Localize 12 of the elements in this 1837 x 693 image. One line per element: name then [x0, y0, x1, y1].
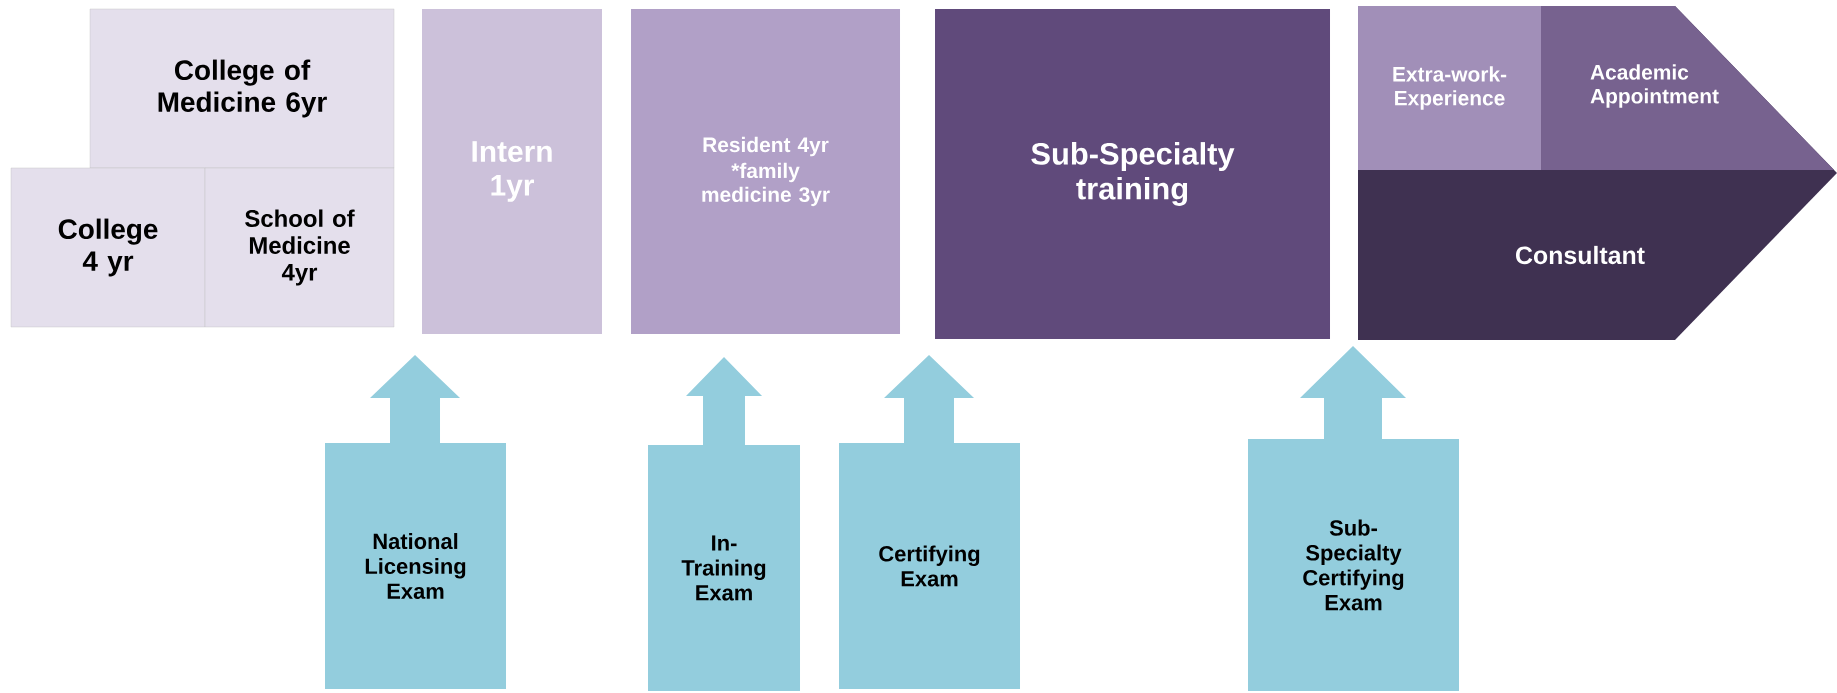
exam-box: National Licensing Exam [325, 355, 506, 689]
stage-box: College 4 yr [10, 167, 206, 328]
exam-box: Certifying Exam [839, 355, 1020, 689]
stage-box: School of Medicine 4yr [204, 167, 395, 328]
stage-box: Sub-Specialty training [935, 9, 1330, 339]
stage-box: College of Medicine 6yr [89, 8, 395, 169]
appointment-band: Academic Appointment [1541, 6, 1835, 170]
stage-box: Intern 1yr [422, 9, 602, 334]
stage-box: Resident 4yr *family medicine 3yr [631, 9, 900, 334]
exam-box: In-Training Exam [648, 357, 800, 691]
experience-box: Extra-work-Experience [1358, 6, 1541, 170]
exam-box: Sub-Specialty Certifying Exam [1248, 346, 1459, 691]
